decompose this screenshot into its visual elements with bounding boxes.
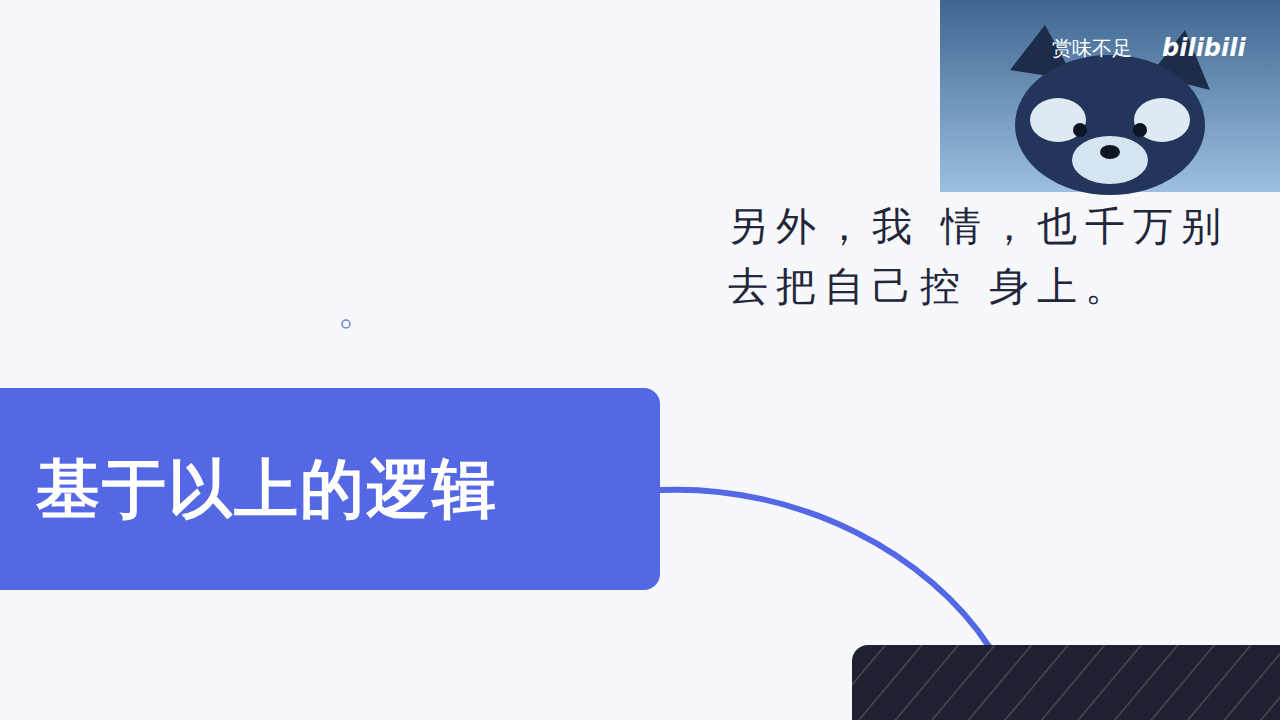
- dark-branch-box: [852, 645, 1280, 720]
- watermark: 赏味不足: [1052, 36, 1132, 60]
- dot: [342, 320, 350, 328]
- topic-box: 基于以上的逻辑: [0, 388, 660, 590]
- topic-text: 基于以上的逻辑: [36, 446, 498, 533]
- branch-line: [660, 490, 990, 648]
- watermark-logo: bilibili: [1162, 34, 1246, 62]
- video-overlay: [940, 0, 1280, 195]
- note-text: 另外，我 情，也千万别去把自己控 身上。: [728, 196, 1268, 316]
